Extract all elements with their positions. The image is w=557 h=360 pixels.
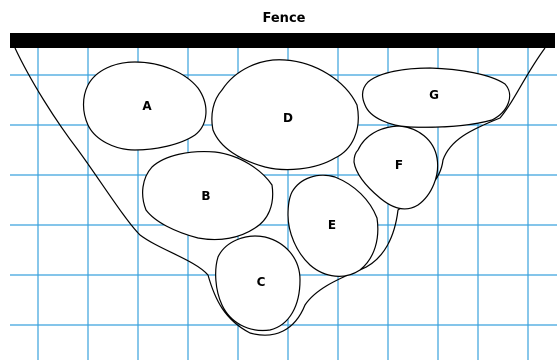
stone-label-c: C — [257, 275, 266, 289]
stone-label-g: G — [429, 88, 439, 102]
fence-title: Fence — [263, 11, 306, 26]
stone-e: E — [288, 175, 378, 276]
stone-label-d: D — [283, 111, 293, 125]
fence-bar — [10, 33, 555, 48]
stone-d: D — [212, 60, 358, 170]
stone-b: B — [143, 152, 273, 240]
stone-f: F — [354, 126, 438, 209]
stones: A B C D E F — [84, 60, 510, 331]
stone-g: G — [363, 68, 510, 127]
stone-label-f: F — [395, 158, 403, 172]
stone-label-a: A — [142, 99, 152, 113]
stone-label-b: B — [201, 189, 210, 203]
stone-label-e: E — [328, 218, 336, 232]
